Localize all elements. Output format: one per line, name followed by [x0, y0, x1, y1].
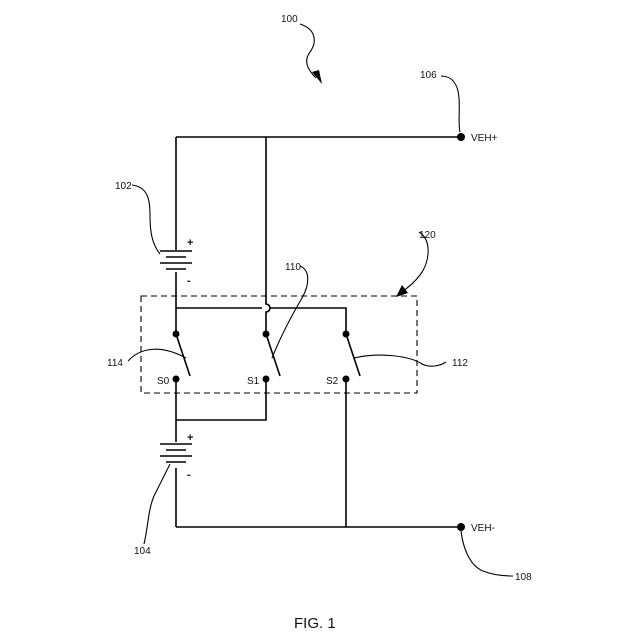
ref-110: 110 — [285, 262, 301, 273]
ref-114: 114 — [107, 358, 123, 369]
terminal-veh-pos-label: VEH+ — [471, 133, 498, 144]
figure-caption: FIG. 1 — [294, 615, 336, 632]
leader-100-arrow — [300, 24, 316, 78]
ref-120: 120 — [419, 230, 436, 241]
ref-104: 104 — [134, 546, 151, 557]
terminal-veh-pos — [457, 133, 465, 141]
ref-106: 106 — [420, 70, 437, 81]
switch-s1-label: S1 — [247, 376, 260, 387]
arrowhead-120 — [396, 285, 408, 297]
leader-120 — [400, 232, 428, 293]
leader-106 — [441, 76, 460, 132]
leader-102 — [132, 185, 160, 254]
leader-112 — [354, 355, 446, 366]
leader-108 — [461, 531, 513, 576]
battery-102 — [160, 251, 192, 269]
leader-104 — [144, 464, 170, 544]
switch-s2-label: S2 — [326, 376, 339, 387]
battery-104 — [160, 444, 192, 462]
middle-vertical-wire — [266, 137, 270, 334]
switch-s0 — [173, 331, 191, 383]
leader-110 — [272, 266, 308, 358]
ref-100: 100 — [281, 14, 298, 25]
ref-112: 112 — [452, 358, 468, 369]
terminal-veh-neg-label: VEH- — [471, 523, 495, 534]
ref-102: 102 — [115, 181, 132, 192]
switch-s1 — [263, 331, 281, 383]
leader-114 — [128, 349, 186, 361]
battery-104-minus: - — [187, 469, 191, 481]
battery-102-minus: - — [187, 275, 191, 287]
switch-group-box — [141, 296, 417, 393]
battery-104-plus: + — [187, 432, 193, 444]
terminal-veh-neg — [457, 523, 465, 531]
switch-s0-label: S0 — [157, 376, 170, 387]
battery-102-plus: + — [187, 237, 193, 249]
switch-s2 — [343, 331, 361, 383]
switch-bus-wire — [176, 308, 346, 334]
ref-108: 108 — [515, 572, 532, 583]
arrowhead-100 — [312, 70, 322, 84]
